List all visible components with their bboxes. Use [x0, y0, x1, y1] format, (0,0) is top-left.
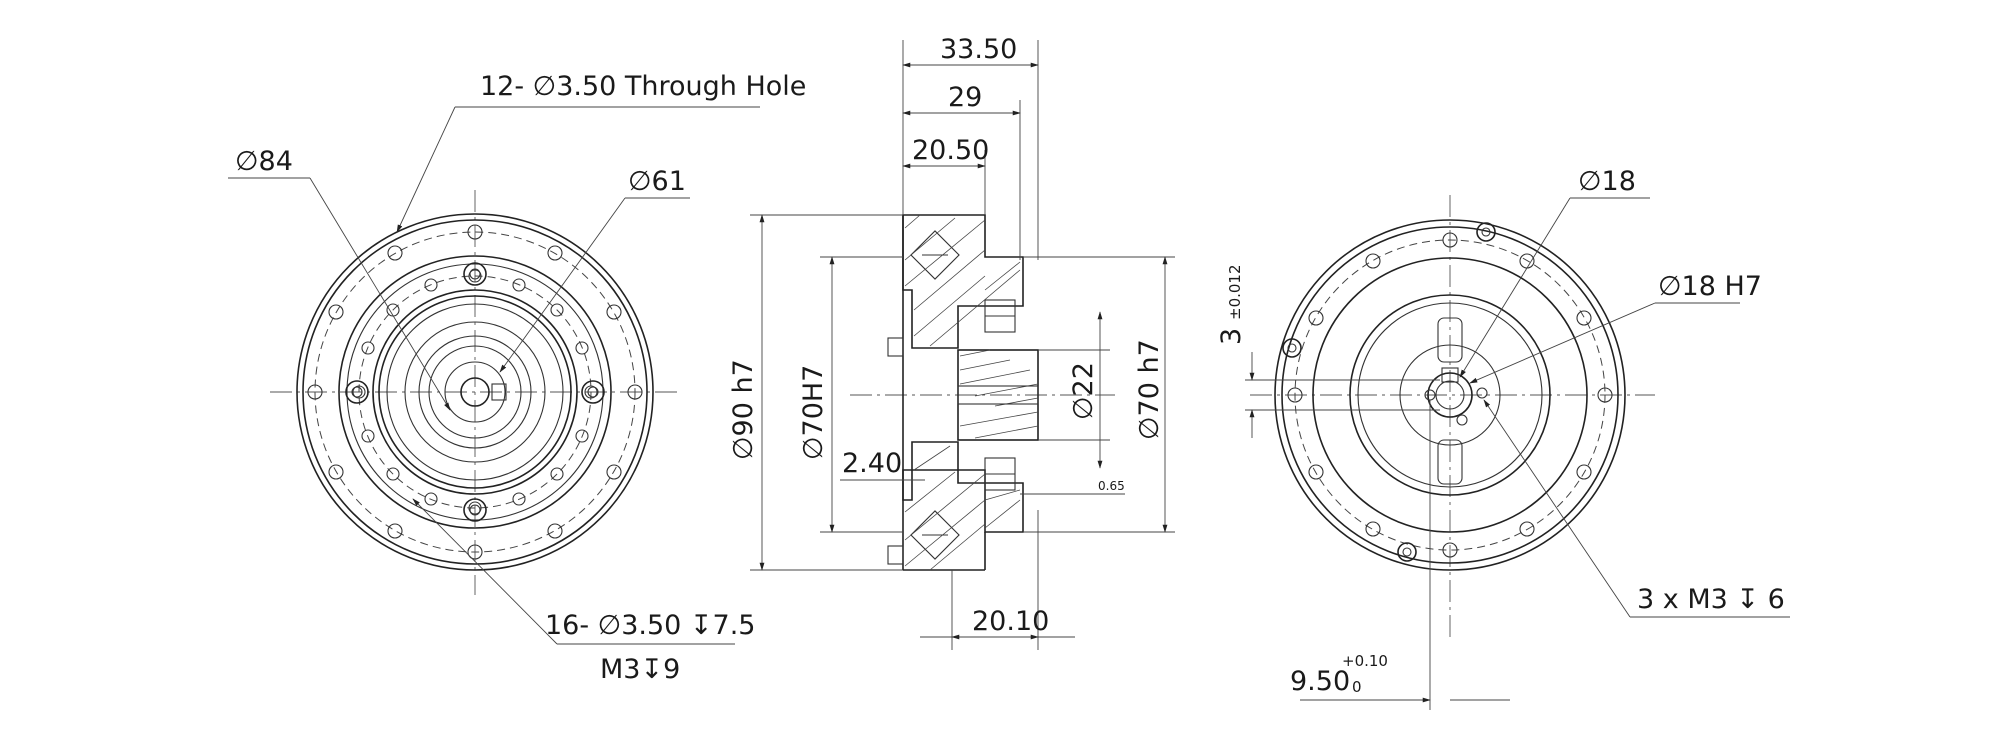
output-length: 20.10: [972, 606, 1049, 637]
thread-holes: 3 x M3 ↧ 6: [1637, 584, 1785, 615]
outer-dia: ∅90 h7: [728, 359, 759, 460]
key-width: 3: [1216, 328, 1247, 345]
key-width-tol: ±0.012: [1226, 264, 1244, 320]
key-depth-tol-upper: +0.10: [1342, 652, 1388, 670]
side-view: 33.50 29 20.50 ∅90 h7 ∅70H7 2.40 ∅22 ∅70…: [728, 34, 1175, 650]
through-holes: [307, 224, 643, 560]
pilot-dia: ∅70 h7: [1134, 339, 1165, 440]
gap: 0.65: [1098, 479, 1125, 493]
rear-shaft-dia: ∅18: [1578, 166, 1636, 197]
front-view: 12- ∅3.50 Through Hole ∅84 ∅61 16- ∅3.50…: [228, 71, 806, 685]
rear-bore-fit: ∅18 H7: [1658, 271, 1762, 302]
bore-dia: ∅70H7: [798, 365, 829, 460]
rear-holes: [1287, 232, 1613, 558]
shaft-dia: ∅22: [1068, 362, 1099, 420]
thread-label: M3↧9: [600, 654, 680, 685]
rear-view: ∅18 ∅18 H7 3 ±0.012 3 x M3 ↧ 6 9.50 +0.1…: [1216, 166, 1790, 710]
body-length: 29: [948, 82, 982, 113]
key-depth-tol-lower: 0: [1352, 678, 1362, 696]
tapped-holes-label: 16- ∅3.50 ↧7.5: [545, 610, 755, 641]
outer-dia-label: ∅84: [235, 146, 293, 177]
key-depth: 9.50: [1290, 666, 1350, 697]
pcd-label: ∅61: [628, 166, 686, 197]
shoulder: 2.40: [842, 448, 902, 479]
overall-length: 33.50: [940, 34, 1017, 65]
flange-length: 20.50: [912, 135, 989, 166]
through-hole-label: 12- ∅3.50 Through Hole: [480, 71, 806, 102]
